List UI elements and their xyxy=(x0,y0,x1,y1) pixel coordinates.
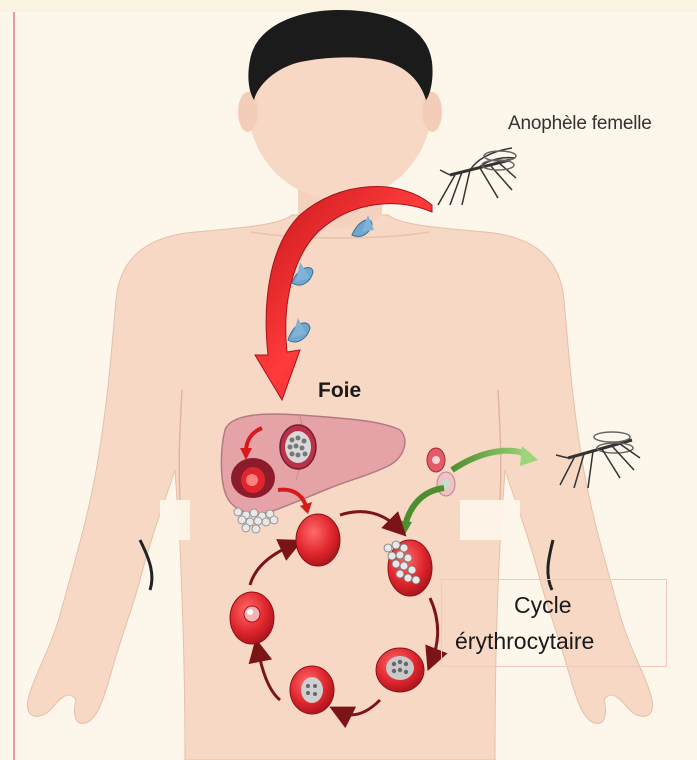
cycle-label-line1: Cycle xyxy=(514,592,572,619)
cycle-label-line2: érythrocytaire xyxy=(455,628,594,655)
mosquito-label: Anophèle femelle xyxy=(508,113,652,135)
mosquito-icon xyxy=(438,148,516,205)
liver-label: Foie xyxy=(318,379,361,403)
